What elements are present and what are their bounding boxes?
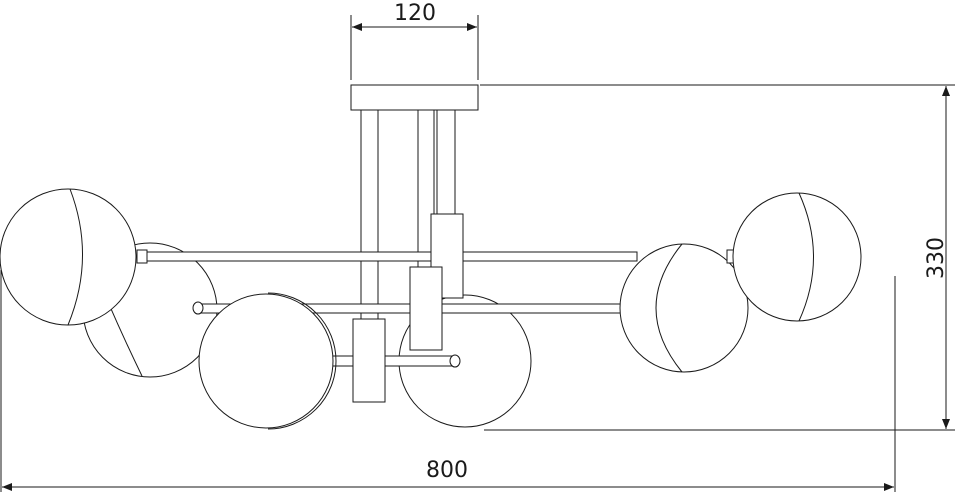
globe-front-lower-left: [198, 292, 337, 430]
junction-box-lower: [352, 318, 386, 403]
dimension-label-330: 330: [924, 237, 949, 279]
globe-right: [726, 192, 862, 322]
globe-front-left: [0, 188, 137, 326]
stems: [360, 109, 456, 321]
junction-box-middle: [409, 266, 443, 351]
globe-right-middle: [619, 243, 749, 373]
arm-lower: [329, 354, 461, 368]
dimension-label-800: 800: [426, 458, 468, 483]
dimension-height: 330: [480, 84, 955, 431]
dimension-overall-width: 800: [0, 270, 896, 492]
arm-upper: [136, 249, 638, 264]
dimension-label-120: 120: [394, 1, 436, 26]
canopy: [350, 84, 479, 111]
dimension-canopy-width: 120: [350, 1, 479, 80]
